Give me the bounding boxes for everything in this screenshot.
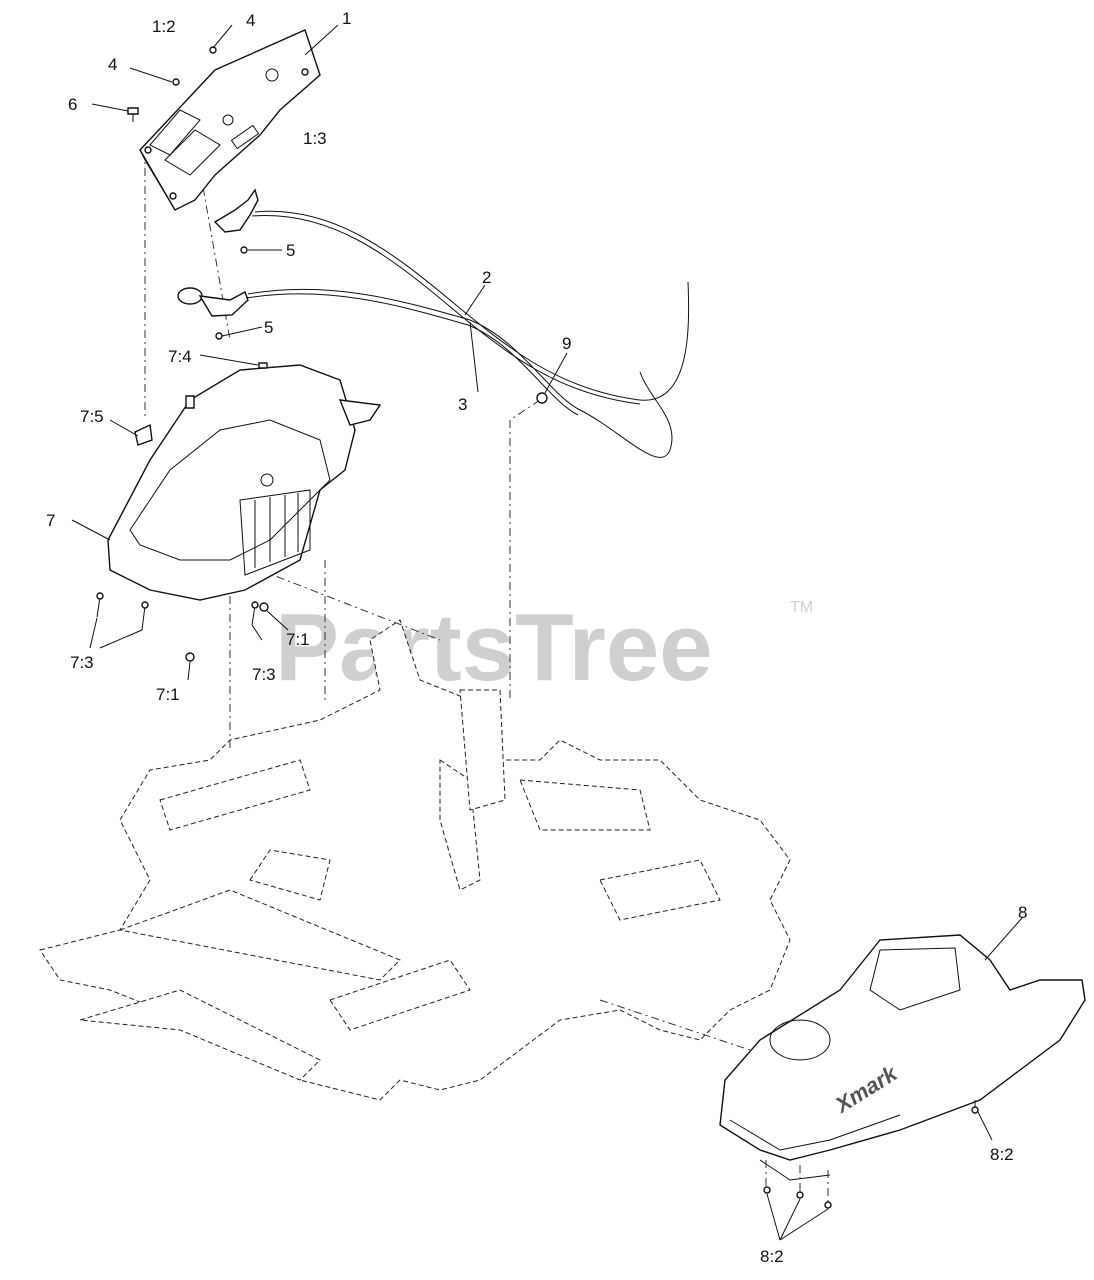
- callout-7-1-right: 7:1: [286, 630, 310, 649]
- screw-4a: [209, 46, 217, 54]
- callout-4-left: 4: [108, 55, 117, 74]
- screw-8-2a: [971, 1100, 979, 1114]
- callout-5-lower: 5: [264, 318, 273, 337]
- callout-8: 8: [1018, 903, 1027, 922]
- latch-lower: [177, 287, 249, 340]
- chassis-frame: [39, 619, 791, 1101]
- cable-3: [245, 288, 673, 458]
- screw-4b: [172, 78, 180, 86]
- control-panel: [139, 29, 321, 211]
- screw-8-2c: [796, 1191, 804, 1199]
- screw-7-3b: [141, 601, 149, 631]
- callout-7-3-left: 7:3: [70, 653, 94, 672]
- callout-8-2-bottom: 8:2: [760, 1247, 784, 1266]
- watermark: PartsTree TM: [275, 594, 813, 701]
- console-tub-7: [107, 364, 382, 601]
- screw-8-2d: [824, 1201, 832, 1209]
- fastener-7-4: [185, 395, 195, 409]
- latch-upper: [213, 188, 259, 254]
- bolt-6: [127, 107, 139, 122]
- cable-2: [251, 210, 690, 405]
- fastener-7-4-top: [258, 362, 268, 369]
- callout-2: 2: [482, 268, 491, 287]
- callout-labels: 1:2 4 1 4 6 1:3 5 2 5 9 7:4 3 7:5 7 7:3 …: [46, 9, 1027, 1266]
- callout-7-4: 7:4: [168, 347, 192, 366]
- callout-5-upper: 5: [286, 241, 295, 260]
- callout-3: 3: [458, 395, 467, 414]
- callout-7: 7: [46, 511, 55, 530]
- callout-1-2: 1:2: [152, 17, 176, 36]
- clip-7-5: [134, 423, 153, 446]
- leader-lines: [71, 24, 1023, 1241]
- watermark-trademark: TM: [790, 599, 813, 616]
- callout-7-5: 7:5: [80, 407, 104, 426]
- screw-7-3c: [251, 601, 259, 626]
- callout-1-3: 1:3: [303, 129, 327, 148]
- screw-7-3a: [96, 592, 104, 618]
- callout-4-top: 4: [246, 11, 255, 30]
- nut-7-1b: [259, 602, 269, 612]
- callout-1: 1: [342, 9, 351, 28]
- callout-7-1-lower: 7:1: [156, 685, 180, 704]
- screw-8-2b: [763, 1186, 771, 1194]
- nut-7-1a: [185, 652, 195, 662]
- console-8: Xmark: [719, 934, 1086, 1181]
- callout-6: 6: [68, 95, 77, 114]
- callout-7-3-right: 7:3: [252, 665, 276, 684]
- callout-9: 9: [562, 334, 571, 353]
- callout-8-2-right: 8:2: [990, 1145, 1014, 1164]
- watermark-text: PartsTree: [275, 594, 713, 701]
- cable-clip-9: [536, 392, 548, 404]
